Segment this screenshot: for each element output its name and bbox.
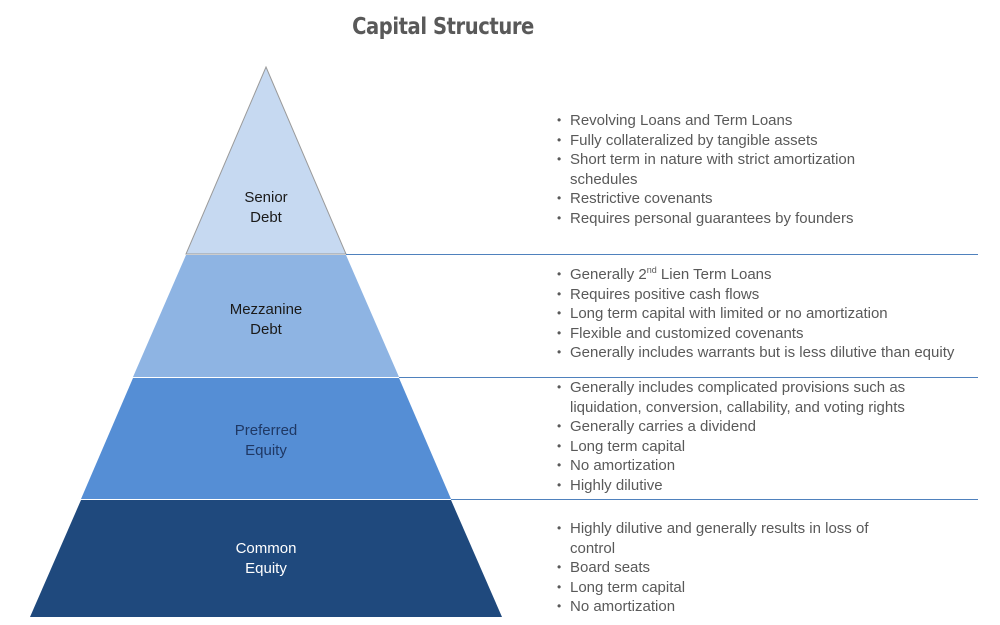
bullet-item: Highly dilutive	[555, 476, 905, 496]
bullet-item: Long term capital with limited or no amo…	[555, 304, 954, 324]
label-mezzanine-debt: Mezzanine Debt	[229, 301, 303, 338]
label-preferred-equity: Preferred Equity	[234, 422, 298, 459]
bullet-item: Restrictive covenants	[555, 189, 855, 209]
tier-preferred-equity	[81, 378, 451, 499]
bullet-item: Short term in nature with strict amortiz…	[555, 150, 855, 189]
label-common-equity: Common Equity	[235, 540, 297, 577]
bullet-item: Fully collateralized by tangible assets	[555, 131, 855, 151]
bullet-item: Board seats	[555, 558, 868, 578]
bullet-item: Requires personal guarantees by founders	[555, 209, 855, 229]
mezzanine-debt-bullets: Generally 2nd Lien Term Loans Requires p…	[555, 265, 954, 363]
bullet-item: Revolving Loans and Term Loans	[555, 111, 855, 131]
tier-common-equity	[30, 500, 502, 617]
bullet-item: No amortization	[555, 597, 868, 617]
preferred-equity-bullets: Generally includes complicated provision…	[555, 378, 905, 495]
bullet-item: Long term capital	[555, 578, 868, 598]
bullet-item: Generally includes warrants but is less …	[555, 343, 954, 363]
senior-debt-bullets: Revolving Loans and Term Loans Fully col…	[555, 111, 855, 228]
bullet-text: Lien Term Loans	[656, 266, 772, 283]
bullet-text: 2	[638, 266, 647, 283]
bullet-item: Generally carries a dividend	[555, 417, 905, 437]
diagram-title: Capital Structure	[352, 14, 534, 40]
bullet-item: Requires positive cash flows	[555, 285, 954, 305]
bullet-item: Highly dilutive and generally results in…	[555, 519, 868, 558]
bullet-text: Generally	[570, 266, 639, 283]
label-senior-debt: Senior Debt	[244, 189, 288, 226]
tier-senior-debt	[185, 65, 347, 255]
tier-mezzanine-debt	[133, 255, 399, 377]
bullet-item: Flexible and customized covenants	[555, 324, 954, 344]
common-equity-bullets: Highly dilutive and generally results in…	[555, 519, 868, 617]
bullet-item: Long term capital	[555, 437, 905, 457]
bullet-item: Generally includes complicated provision…	[555, 378, 905, 417]
ordinal-suffix: nd	[646, 265, 657, 275]
bullet-item: No amortization	[555, 456, 905, 476]
bullet-item: Generally 2nd Lien Term Loans	[555, 265, 954, 285]
